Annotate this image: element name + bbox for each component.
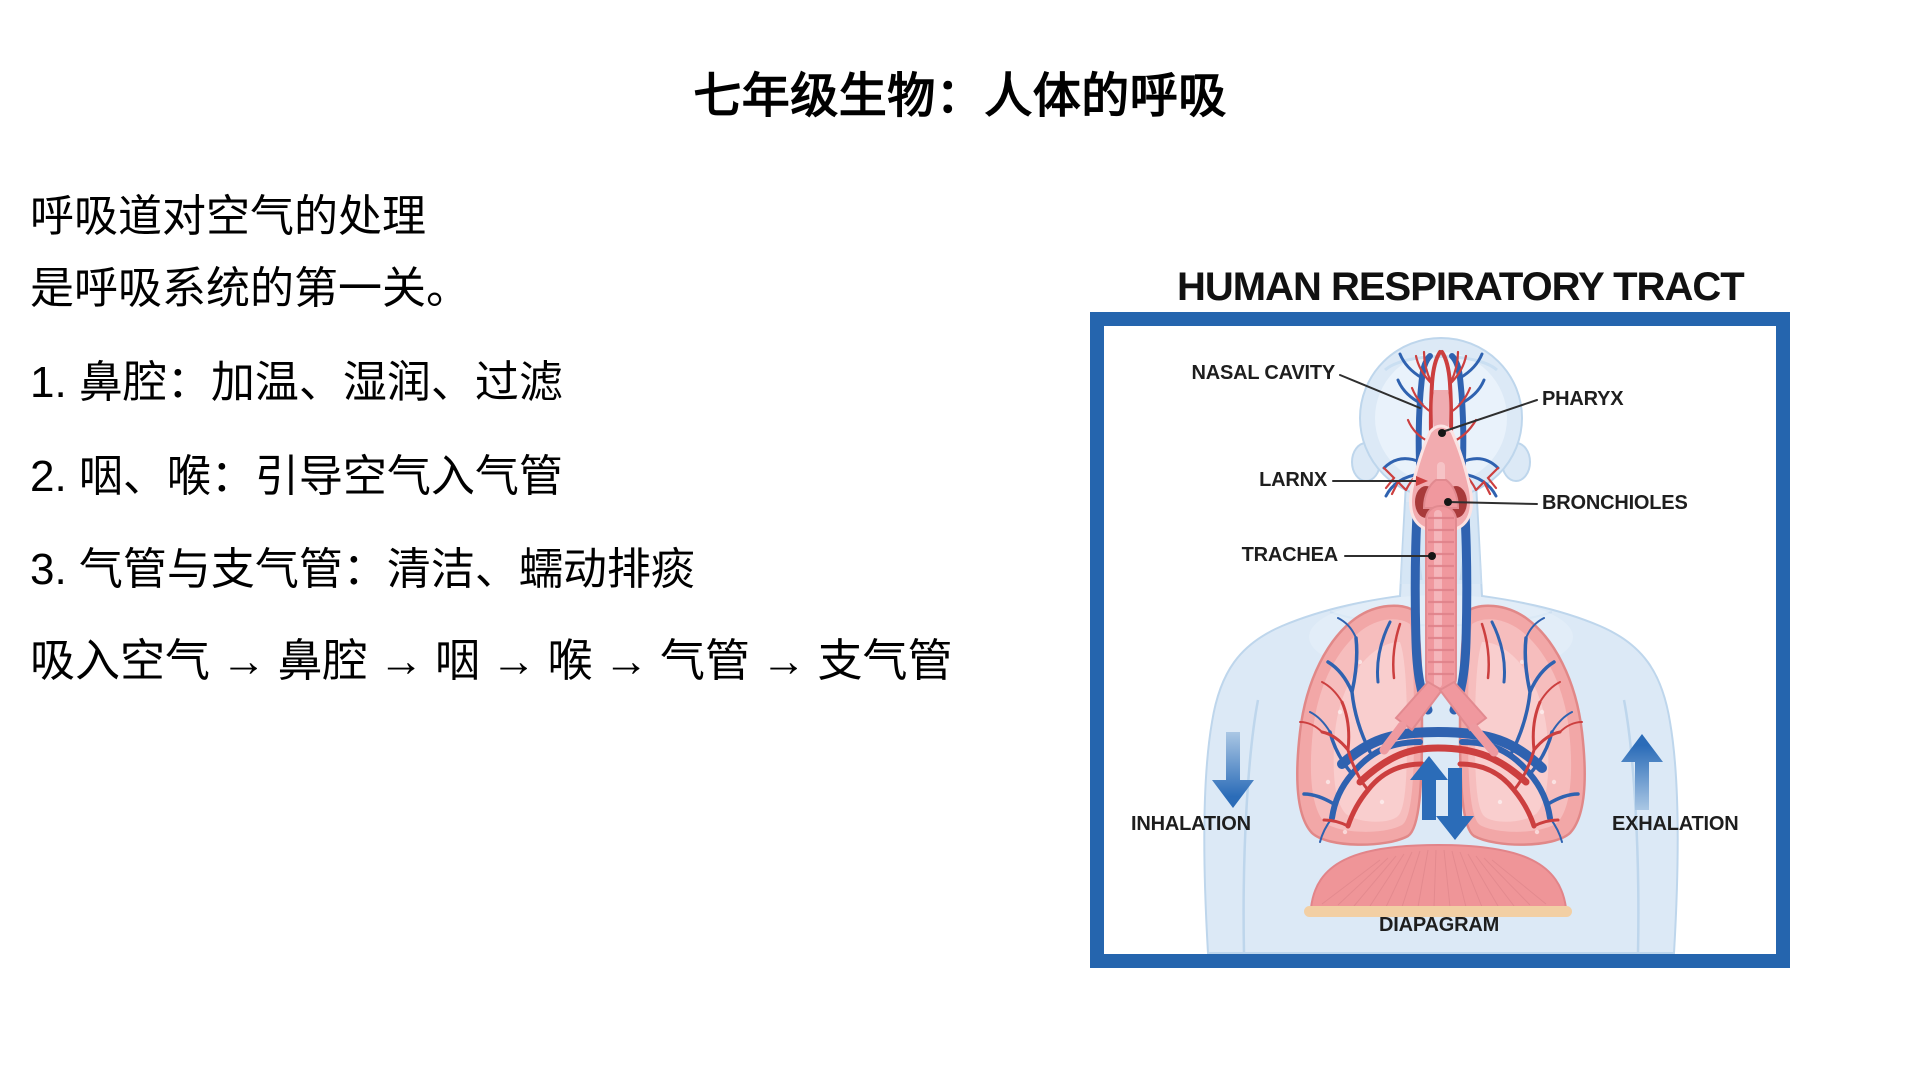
note-airflow-sequence: 吸入空气 → 鼻腔 → 咽 → 喉 → 气管 → 支气管 [30, 636, 953, 686]
pharynx-label: PHARYX [1542, 388, 1624, 410]
lung-vessel-trees [1299, 617, 1583, 843]
note-intro-line-1: 呼吸道对空气的处理 [30, 192, 426, 241]
larynx-pointer-tip [1416, 476, 1428, 486]
respiratory-diagram: NASAL CAVITY PHARYX LARNX BRONCHIOLES TR… [1090, 312, 1790, 968]
center-down-arrow-icon [1436, 768, 1474, 840]
diaphragm-label: DIAPAGRAM [1379, 914, 1500, 936]
note-item-1: 1. 鼻腔：加温、湿润、过滤 [30, 358, 563, 407]
figure-title: HUMAN RESPIRATORY TRACT [1177, 265, 1745, 309]
diaphragm-rim [1304, 906, 1572, 917]
center-up-arrow-icon [1410, 756, 1448, 820]
left-tree [1299, 617, 1425, 843]
inhalation-down-arrow-icon [1212, 732, 1254, 808]
leader-dots [1428, 429, 1452, 560]
diaphragm-dome [1304, 843, 1572, 917]
bronchioles-label: BRONCHIOLES [1542, 492, 1688, 514]
right-tree [1457, 617, 1583, 843]
note-item-3: 3. 气管与支气管：清洁、蠕动排痰 [30, 545, 695, 594]
page-title: 七年级生物：人体的呼吸 [693, 70, 1227, 123]
inhalation-label: INHALATION [1131, 813, 1251, 835]
leader-lines [1332, 374, 1538, 557]
nasal-cavity-label: NASAL CAVITY [1191, 362, 1335, 384]
note-item-2: 2. 咽、喉：引导空气入气管 [30, 452, 563, 501]
note-intro-line-2: 是呼吸系统的第一关。 [30, 264, 470, 313]
respiratory-illustration [1090, 312, 1790, 968]
larynx-label: LARNX [1259, 469, 1327, 491]
exhalation-up-arrow-icon [1621, 734, 1663, 810]
exhalation-label: EXHALATION [1612, 813, 1739, 835]
breathing-arrows [1212, 732, 1663, 840]
diagram-frame-border [1090, 312, 1790, 968]
trachea-label: TRACHEA [1241, 544, 1339, 566]
